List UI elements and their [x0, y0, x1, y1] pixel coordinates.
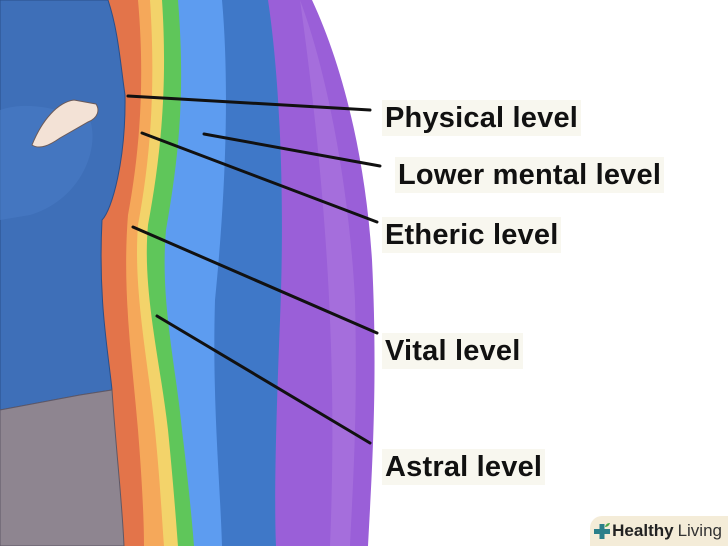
label-lower-mental-level: Lower mental level [395, 157, 665, 193]
label-etheric-level: Etheric level [382, 217, 562, 253]
label-physical-level: Physical level [382, 100, 582, 136]
pointer-line-etheric [140, 131, 379, 224]
person-shirt [0, 0, 126, 411]
aura-band-purple-light [300, 0, 356, 546]
watermark-bold-text: Healthy [612, 521, 674, 540]
label-vital-level: Vital level [382, 333, 524, 369]
watermark-regular-text: Living [677, 521, 722, 540]
pointer-line-astral [155, 314, 372, 445]
label-astral-level: Astral level [382, 449, 546, 485]
plus-leaf-icon [594, 523, 611, 539]
person-pants [0, 389, 125, 546]
person-hand [31, 99, 99, 148]
person-arm [0, 105, 93, 220]
pointer-line-physical [126, 94, 372, 112]
pointer-line-vital [131, 225, 379, 335]
pointer-line-lower-mental [202, 132, 382, 168]
